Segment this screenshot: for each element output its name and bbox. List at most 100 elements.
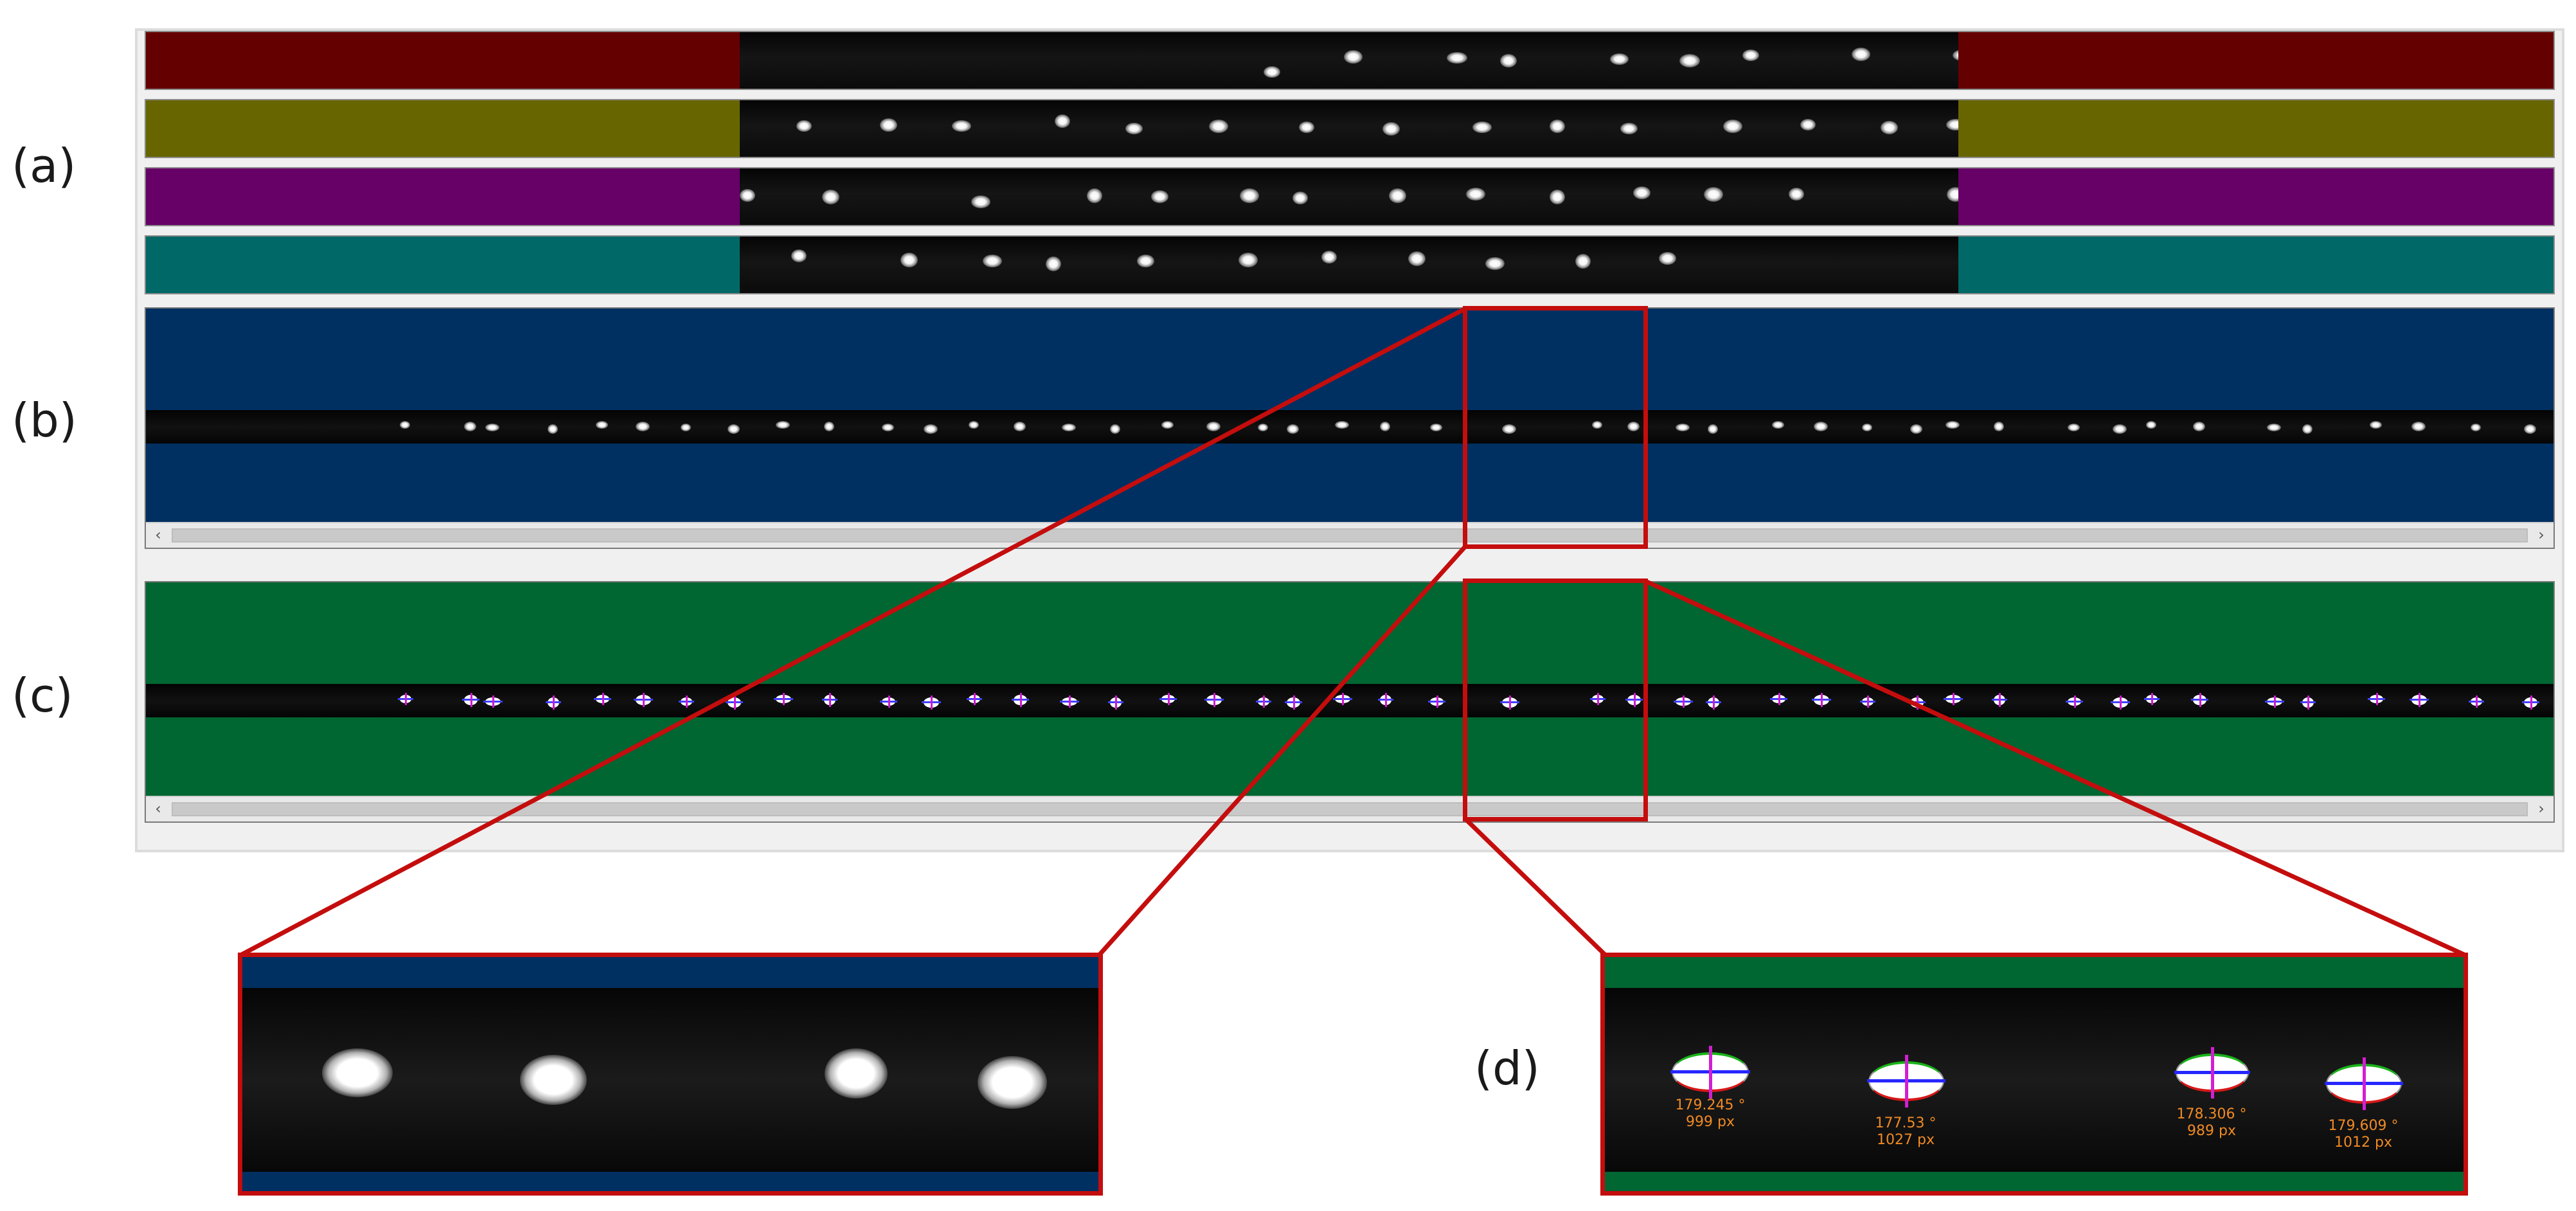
panel-label-b: (b) bbox=[12, 393, 77, 447]
particle-spot bbox=[2146, 421, 2156, 429]
stitched-image-band bbox=[146, 410, 2554, 444]
particle-spot bbox=[1502, 424, 1516, 434]
zoom-inset-measured: 179.245 ° 999 px 177.53 ° 1027 px 178.30… bbox=[1600, 953, 2468, 1196]
measured-particle bbox=[1992, 693, 2007, 707]
particle-spot bbox=[400, 421, 410, 429]
particle-spot bbox=[1258, 424, 1268, 431]
scroll-left-arrow[interactable]: ‹ bbox=[155, 800, 161, 818]
strip-fill-right bbox=[1958, 168, 2554, 225]
measurement-length: 999 px bbox=[1686, 1114, 1735, 1130]
particle-spot bbox=[1789, 188, 1804, 201]
measured-particle bbox=[2144, 692, 2160, 705]
panel-label-d: (d) bbox=[1474, 1041, 1540, 1095]
particle-spot bbox=[952, 120, 971, 132]
measured-particle bbox=[1204, 693, 1224, 707]
fitted-ellipse bbox=[1867, 1055, 1945, 1108]
particle-spot bbox=[776, 421, 790, 429]
segmented-image-view[interactable]: ‹ › bbox=[145, 581, 2555, 823]
particle-spot bbox=[978, 1056, 1047, 1109]
measurement-length: 1012 px bbox=[2334, 1135, 2392, 1151]
particle-spot bbox=[548, 424, 558, 434]
particle-spot bbox=[882, 424, 894, 431]
particle-spot bbox=[740, 189, 755, 202]
measurement-angle: 179.245 ° bbox=[1675, 1097, 1746, 1113]
particle-spot bbox=[1321, 251, 1337, 264]
measured-particle bbox=[1159, 692, 1177, 705]
particle-spot bbox=[1344, 49, 1363, 64]
horizontal-scrollbar[interactable]: ‹ › bbox=[146, 796, 2554, 821]
measurement-length: 1027 px bbox=[1877, 1132, 1935, 1148]
measured-particle bbox=[2066, 695, 2083, 708]
particle-spot bbox=[1264, 66, 1280, 78]
measured-particle bbox=[679, 695, 694, 708]
scroll-right-arrow[interactable]: › bbox=[2538, 800, 2545, 818]
fitted-ellipse bbox=[1670, 1046, 1750, 1099]
camera-strip-2 bbox=[145, 99, 2555, 158]
strip-image bbox=[740, 100, 1965, 157]
measured-particle bbox=[1706, 695, 1721, 710]
strip-fill-left bbox=[146, 32, 740, 89]
measured-particle bbox=[1812, 693, 1831, 707]
particle-spot bbox=[1472, 121, 1492, 133]
measured-particle bbox=[2191, 693, 2208, 707]
measured-particle bbox=[880, 695, 897, 708]
measured-particle bbox=[2265, 695, 2284, 708]
particle-spot bbox=[1292, 192, 1308, 204]
particle-spot bbox=[1945, 421, 1960, 429]
particle-spot bbox=[1430, 424, 1442, 431]
connector-line bbox=[1463, 817, 1607, 957]
particle-spot bbox=[1209, 119, 1228, 133]
measurement-label: 179.245 ° 999 px bbox=[1659, 1097, 1762, 1131]
measured-particle bbox=[2522, 695, 2539, 710]
particle-spot bbox=[825, 1048, 888, 1099]
particle-spot bbox=[924, 424, 938, 434]
measured-particle bbox=[822, 693, 837, 707]
particle-spot bbox=[2471, 424, 2481, 431]
measurement-angle: 179.609 ° bbox=[2328, 1118, 2399, 1134]
scroll-right-arrow[interactable]: › bbox=[2538, 526, 2545, 544]
scroll-left-arrow[interactable]: ‹ bbox=[155, 526, 161, 544]
measured-particle bbox=[398, 692, 413, 705]
particle-spot bbox=[2068, 424, 2080, 431]
measured-particle bbox=[1860, 695, 1875, 708]
measurement-label: 177.53 ° 1027 px bbox=[1854, 1115, 1957, 1149]
particle-spot bbox=[791, 249, 807, 262]
particle-spot bbox=[824, 421, 834, 431]
segmented-image-band bbox=[146, 684, 2554, 717]
strip-fill-left bbox=[146, 100, 740, 157]
scroll-thumb[interactable] bbox=[172, 802, 2528, 816]
fitted-ellipse bbox=[2325, 1057, 2403, 1110]
particle-spot bbox=[1550, 119, 1565, 133]
particle-spot bbox=[1742, 49, 1759, 61]
particle-spot bbox=[2524, 424, 2536, 434]
measured-particle bbox=[1500, 695, 1519, 710]
particle-spot bbox=[1723, 119, 1742, 133]
scroll-thumb[interactable] bbox=[172, 528, 2528, 543]
stitched-image-view[interactable]: ‹ › bbox=[145, 307, 2555, 549]
particle-spot bbox=[969, 421, 979, 429]
measurement-angle: 177.53 ° bbox=[1875, 1115, 1936, 1131]
connector-line bbox=[1097, 544, 1467, 957]
strip-fill-right bbox=[1958, 237, 2554, 293]
measured-particle bbox=[922, 695, 941, 710]
highlight-box-b bbox=[1463, 306, 1648, 549]
measured-particle bbox=[1060, 695, 1079, 708]
particle-spot bbox=[1862, 424, 1872, 431]
particle-spot bbox=[1335, 421, 1349, 429]
measured-particle bbox=[2410, 693, 2429, 707]
measured-particle bbox=[2469, 695, 2484, 708]
particle-spot bbox=[1055, 114, 1070, 128]
particle-spot bbox=[1014, 421, 1026, 431]
particle-spot bbox=[2193, 421, 2205, 431]
particle-spot bbox=[1046, 256, 1061, 271]
particle-spot bbox=[1575, 253, 1591, 269]
measured-particle bbox=[483, 695, 503, 708]
particle-spot bbox=[1299, 121, 1314, 133]
measured-particle bbox=[1012, 693, 1029, 707]
measured-particle bbox=[2300, 695, 2316, 710]
particle-spot bbox=[983, 255, 1002, 267]
horizontal-scrollbar[interactable]: ‹ › bbox=[146, 522, 2554, 548]
measured-particle bbox=[1256, 695, 1271, 708]
particle-spot bbox=[822, 189, 839, 204]
zoom-inset-raw bbox=[238, 953, 1103, 1196]
